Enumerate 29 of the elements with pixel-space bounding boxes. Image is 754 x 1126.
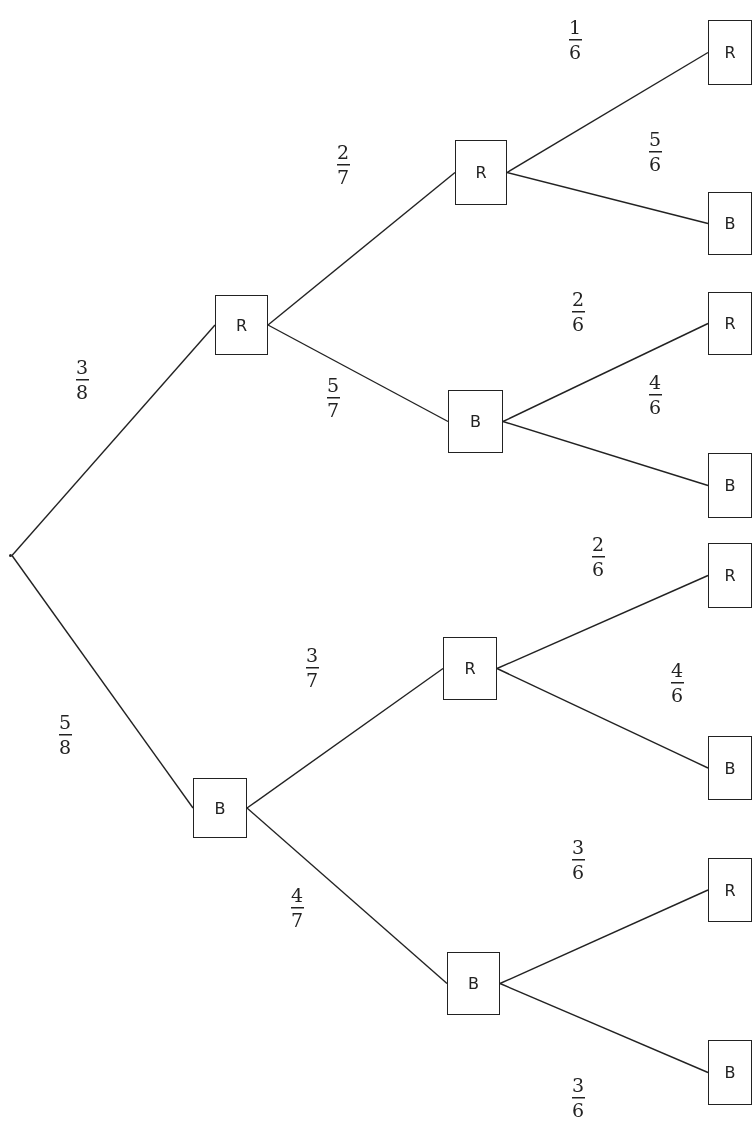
branch-line bbox=[11, 324, 216, 557]
outcome-box: B bbox=[447, 952, 500, 1015]
branch-line bbox=[499, 982, 709, 1074]
branch-point bbox=[9, 554, 12, 557]
branch-line bbox=[502, 420, 709, 487]
outcome-box: B bbox=[708, 192, 752, 255]
branch-line bbox=[496, 574, 709, 670]
branch-line bbox=[502, 322, 709, 423]
branch-line bbox=[506, 171, 709, 225]
branch-line bbox=[496, 667, 709, 769]
branch-line bbox=[499, 889, 709, 985]
outcome-box: R bbox=[708, 292, 752, 355]
outcome-box: R bbox=[708, 20, 752, 85]
outcome-box: R bbox=[455, 140, 507, 205]
branch-line bbox=[267, 324, 449, 423]
branch-line bbox=[506, 51, 709, 174]
branch-line bbox=[246, 807, 448, 985]
outcome-box: B bbox=[193, 778, 247, 838]
outcome-box: B bbox=[448, 390, 503, 453]
outcome-box: B bbox=[708, 453, 752, 518]
branch-line bbox=[267, 171, 456, 326]
outcome-box: R bbox=[708, 858, 752, 922]
branch-line bbox=[11, 554, 194, 809]
outcome-box: R bbox=[443, 637, 497, 700]
outcome-box: R bbox=[708, 543, 752, 608]
outcome-box: B bbox=[708, 1040, 752, 1105]
outcome-box: B bbox=[708, 736, 752, 800]
outcome-box: R bbox=[215, 295, 268, 355]
branch-line bbox=[246, 667, 444, 809]
